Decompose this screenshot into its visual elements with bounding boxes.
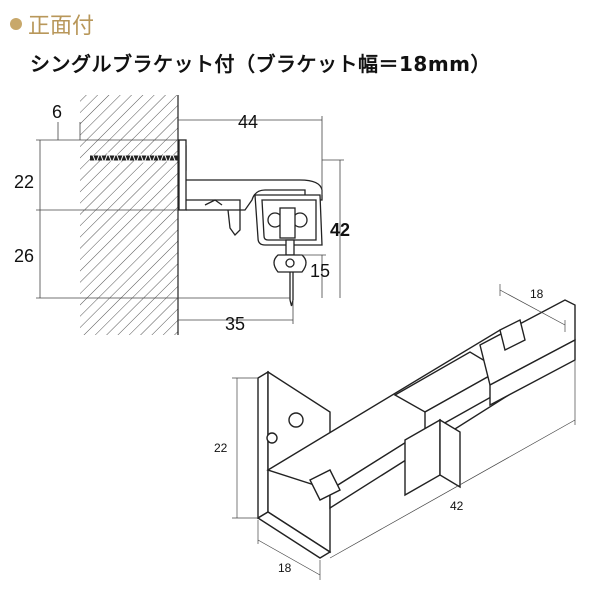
dim-iso-length: 42 (450, 499, 464, 513)
dim-iso-top-width: 18 (530, 287, 544, 301)
iso-view: 18 22 42 18 (214, 284, 576, 580)
header: 正面付 (10, 8, 94, 40)
dim-hook-projection: 35 (225, 314, 245, 334)
side-dimensions (36, 116, 344, 324)
dim-lower-height: 26 (14, 246, 34, 266)
iso-dimensions (232, 284, 576, 580)
dim-total-height: 42 (330, 220, 350, 240)
dim-projection: 44 (238, 112, 258, 132)
dim-bracket-height: 22 (14, 172, 34, 192)
rail (254, 194, 323, 246)
dim-hook-drop: 15 (310, 261, 330, 281)
section-title: 正面付 (28, 14, 95, 39)
dim-iso-plate-height: 22 (214, 441, 228, 455)
dim-screw-offset: 6 (52, 102, 62, 122)
subtitle: シングルブラケット付（ブラケット幅＝18mm） (30, 52, 492, 76)
iso-bracket (256, 299, 576, 559)
side-view: 6 22 26 44 42 15 35 (14, 95, 350, 335)
bullet-icon (10, 18, 22, 30)
dim-iso-bottom-width: 18 (278, 561, 292, 575)
wall (80, 95, 178, 335)
runner-hook (273, 239, 307, 307)
